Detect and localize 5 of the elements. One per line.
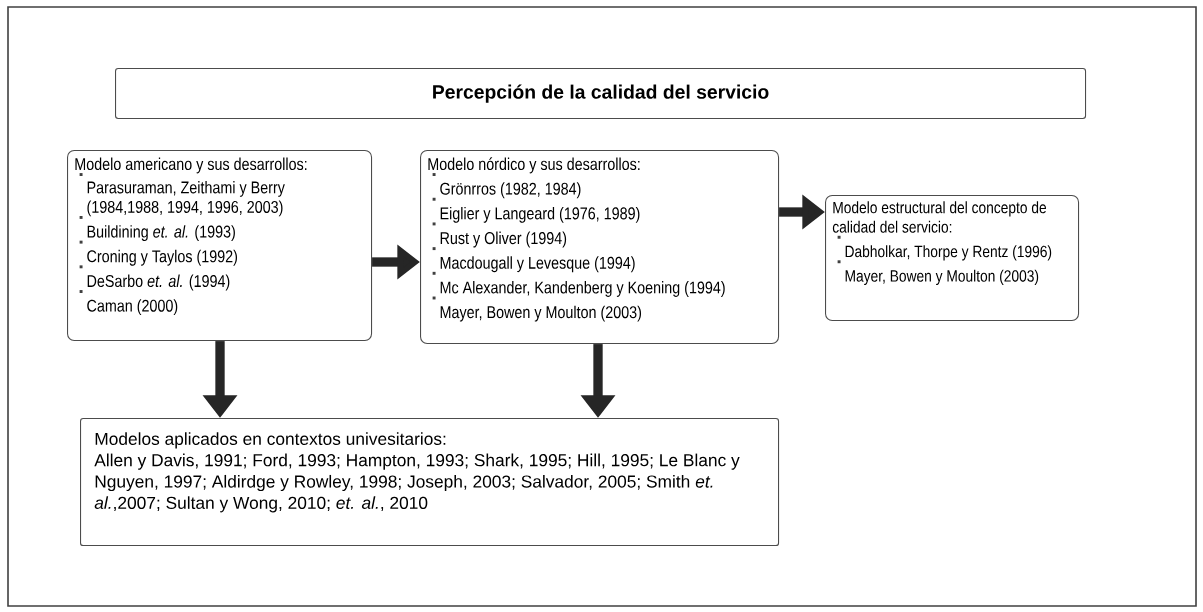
text-box: Modelo nórdico y sus desarrollos: Grönrros (1982, 1984) Eiglier y Langeard (1976, 1989) Rust y Oliver (1994) Macdougall y Levesque (1994) Mc Alexander, Kandenberg y Koening (1994) Mayer, Bowen y Moulton (2003) <box>420 150 780 345</box>
text-box: Modelo estructural del concepto de calidad del servicio: Dabholkar, Thorpe y Rentz (1996) Mayer, Bowen y Moulton (2003) <box>825 195 1080 322</box>
text-box: Modelos aplicados en contextos univesitarios: Allen y Davis, 1991; Ford, 1993; Hampton, 1993; Shark, 1995; Hill, 1995; Le Blanc y Nguyen, 1997; Aldirdge y Rowley, 1998; Joseph, 2003; Salvador, 2005; Smith et. al.,2007; Sultan y Wong, 2010; et. al., 2010 <box>80 418 780 547</box>
title-box: Percepción de la calidad del servicio <box>115 68 1087 120</box>
text-box: Modelo americano y sus desarrollos: Parasuraman, Zeithami y Berry (1984,1988, 1994, 1996, 2003) Buildining et. al. (1993) Croning y Taylos (1992) DeSarbo et. al. (1994) Caman (2000) <box>67 150 373 342</box>
